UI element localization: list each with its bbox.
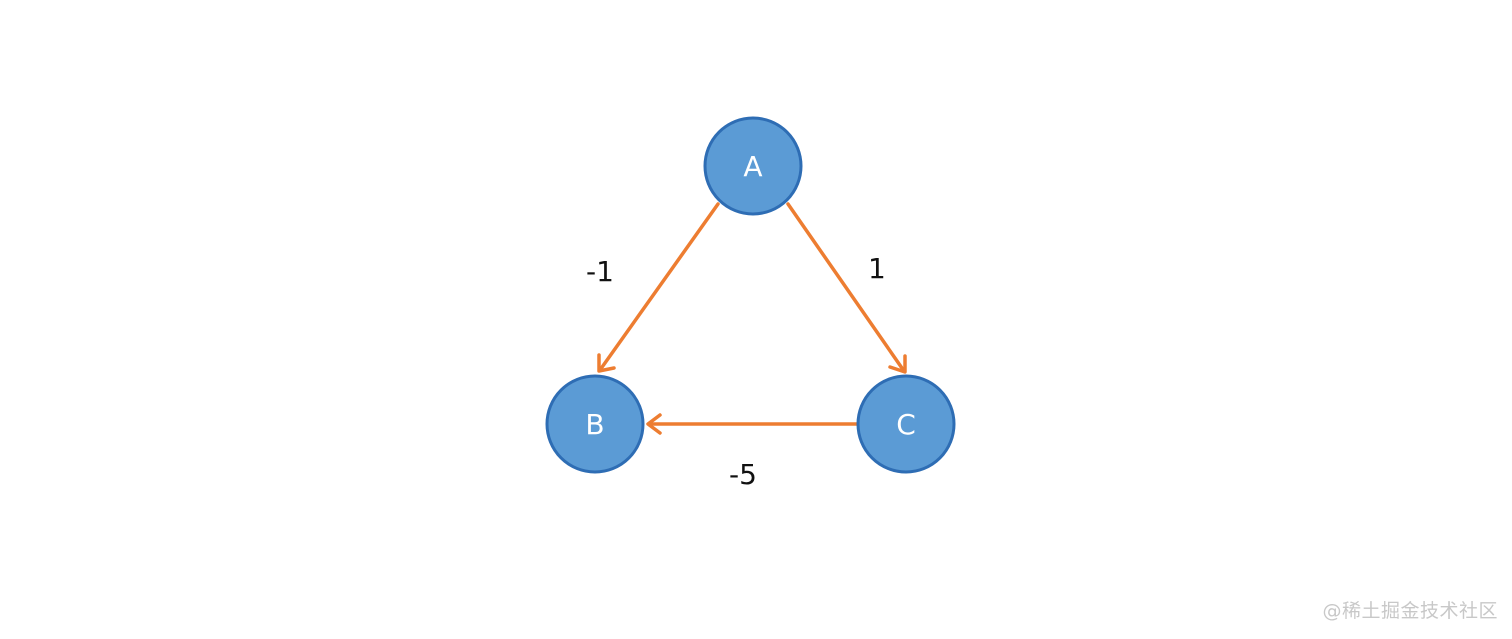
edge-c-to-b bbox=[646, 413, 860, 435]
node-b-label: B bbox=[585, 408, 604, 441]
edge-a-b-arrowhead bbox=[597, 353, 616, 373]
node-a-label: A bbox=[743, 150, 762, 183]
edge-a-c-line bbox=[786, 202, 906, 373]
node-a: A bbox=[703, 116, 803, 216]
edge-a-c-weight: 1 bbox=[868, 252, 886, 285]
edge-a-to-c bbox=[786, 202, 907, 374]
edge-a-b-weight: -1 bbox=[586, 255, 614, 288]
node-b: B bbox=[545, 374, 645, 474]
node-c-circle bbox=[856, 374, 956, 474]
node-c: C bbox=[856, 374, 956, 474]
edge-a-b-line bbox=[598, 202, 720, 372]
watermark-text: @稀土掘金技术社区 bbox=[1322, 600, 1498, 622]
node-c-label: C bbox=[896, 408, 916, 441]
node-b-circle bbox=[545, 374, 645, 474]
edge-a-to-b bbox=[597, 202, 720, 373]
node-a-circle bbox=[703, 116, 803, 216]
edge-c-b-arrowhead bbox=[646, 413, 662, 435]
edge-a-c-arrowhead bbox=[888, 354, 907, 374]
edge-c-b-weight: -5 bbox=[729, 458, 757, 491]
